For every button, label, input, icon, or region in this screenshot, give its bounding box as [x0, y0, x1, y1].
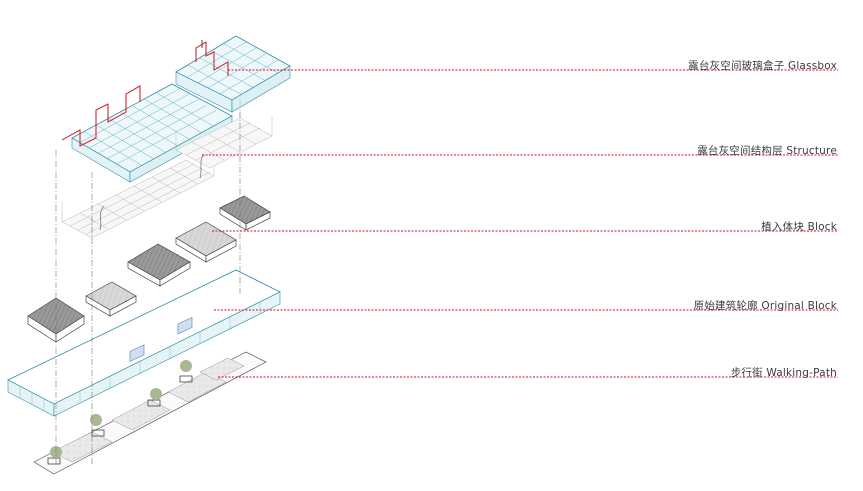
original-block-layer	[7, 269, 281, 417]
block-layer	[27, 195, 271, 343]
structure-frame-left	[61, 156, 215, 239]
tree-planters	[47, 360, 193, 465]
inserted-block-1	[219, 195, 271, 231]
structure-layer	[61, 98, 273, 239]
alignment-lines	[55, 112, 241, 466]
inserted-block-3	[127, 243, 191, 287]
label-glassbox: 露台灰空间玻璃盒子 Glassbox	[688, 60, 837, 72]
label-original: 原始建筑轮廓 Original Block	[693, 300, 837, 312]
label-walking: 步行街 Walking-Path	[730, 367, 837, 379]
glassbox-layer	[61, 35, 291, 183]
walking-path-layer	[33, 351, 267, 475]
inserted-block-2	[175, 221, 237, 263]
glassbox-right	[175, 35, 291, 113]
label-structure: 露台灰空间结构层 Structure	[697, 145, 837, 157]
inserted-block-4	[85, 281, 137, 317]
label-block: 植入体块 Block	[761, 221, 837, 233]
leader-lines	[202, 69, 838, 378]
